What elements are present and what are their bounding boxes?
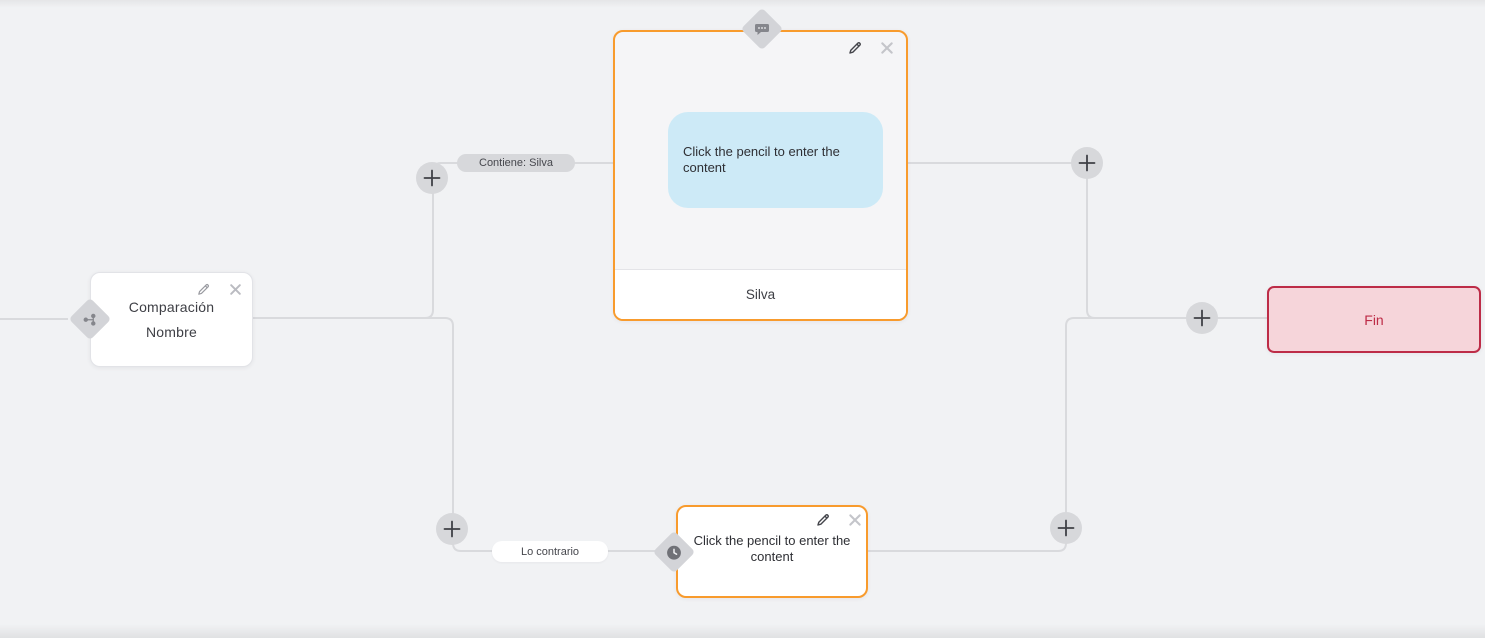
edge-condition-to-delay	[253, 317, 676, 552]
plus-icon	[1056, 518, 1076, 538]
close-icon	[880, 41, 894, 55]
pencil-icon	[815, 512, 831, 528]
message-bubble: Click the pencil to enter the content	[668, 112, 883, 208]
message-bubble-text: Click the pencil to enter the content	[683, 143, 840, 175]
delete-button[interactable]	[228, 282, 243, 297]
edge-message-to-end	[908, 162, 1267, 319]
branch-label-otherwise: Lo contrario	[492, 541, 608, 562]
edit-button[interactable]	[847, 40, 862, 55]
delay-port-badge	[652, 530, 696, 574]
end-node-label: Fin	[1364, 311, 1384, 328]
pencil-icon	[847, 40, 863, 56]
condition-node[interactable]: Comparación Nombre	[90, 272, 253, 367]
message-footer: Silva	[615, 269, 906, 319]
message-port-badge	[740, 7, 784, 51]
condition-title-line1: Comparación	[128, 299, 215, 315]
pencil-icon	[196, 282, 211, 297]
close-icon	[848, 513, 862, 527]
edge-delay-to-end	[868, 317, 1202, 552]
delay-placeholder-text: Click the pencil to enter the content	[693, 533, 851, 565]
plus-icon	[1077, 153, 1097, 173]
branch-label-contains: Contiene: Silva	[457, 154, 575, 172]
delete-button[interactable]	[847, 512, 862, 527]
add-node-button[interactable]	[1071, 147, 1103, 179]
close-icon	[229, 283, 242, 296]
delay-node[interactable]: Click the pencil to enter the content	[676, 505, 868, 598]
branch-icon	[83, 312, 98, 327]
condition-port-badge	[68, 297, 112, 341]
branch-label-otherwise-text: Lo contrario	[520, 545, 580, 558]
edit-button[interactable]	[196, 282, 211, 297]
branch-label-contains-text: Contiene: Silva	[479, 157, 553, 169]
add-node-button[interactable]	[436, 513, 468, 545]
message-node[interactable]: Click the pencil to enter the content Si…	[613, 30, 908, 321]
end-node[interactable]: Fin	[1267, 286, 1481, 353]
delete-button[interactable]	[879, 40, 894, 55]
plus-icon	[442, 519, 462, 539]
add-node-button[interactable]	[1186, 302, 1218, 334]
add-node-button[interactable]	[1050, 512, 1082, 544]
plus-icon	[422, 168, 442, 188]
plus-icon	[1192, 308, 1212, 328]
chat-bubble-icon	[754, 21, 770, 37]
add-node-button[interactable]	[416, 162, 448, 194]
edit-button[interactable]	[815, 512, 830, 527]
message-body: Click the pencil to enter the content	[615, 32, 906, 269]
condition-title-line2: Nombre	[146, 324, 197, 340]
clock-icon	[666, 544, 683, 561]
message-footer-text: Silva	[745, 287, 776, 302]
